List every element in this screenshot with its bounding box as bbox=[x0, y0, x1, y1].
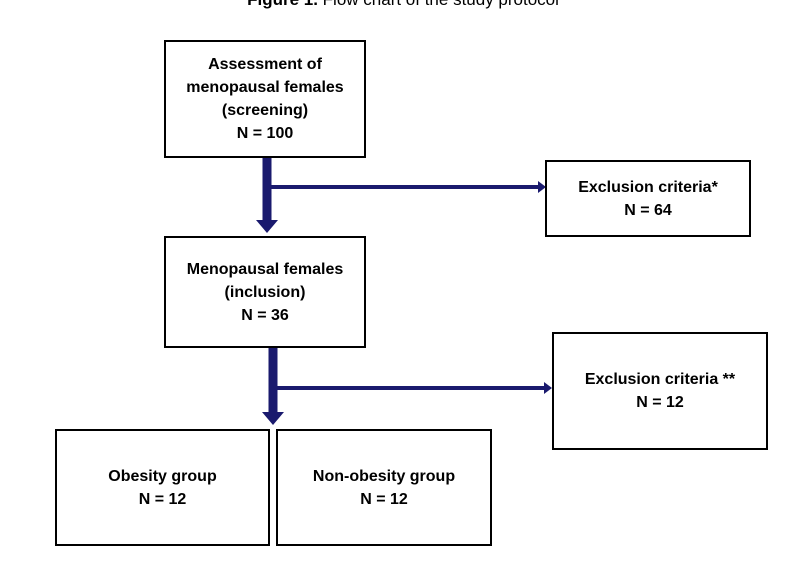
obesity-label: Obesity group bbox=[108, 467, 217, 485]
obesity-count: N = 12 bbox=[138, 490, 187, 508]
nonobesity-label: Non-obesity group bbox=[312, 467, 456, 485]
non-obesity-group-box: Non-obesity group N = 12 bbox=[276, 429, 492, 546]
screening-line-2: menopausal females bbox=[186, 79, 344, 96]
exclusion-criteria-2-box: Exclusion criteria ** N = 12 bbox=[552, 332, 768, 450]
figure-caption-text: Flow chart of the study protocol bbox=[318, 0, 559, 9]
nonobesity-count: N = 12 bbox=[360, 490, 408, 508]
exclusion2-count: N = 12 bbox=[636, 394, 684, 411]
screening-box: Assessment of menopausal females (screen… bbox=[164, 40, 366, 158]
inclusion-count: N = 36 bbox=[241, 306, 289, 324]
figure-caption: Figure 1. Flow chart of the study protoc… bbox=[0, 0, 806, 10]
screening-line-1: Assessment of bbox=[208, 56, 322, 73]
screening-count: N = 100 bbox=[236, 125, 294, 142]
exclusion1-label: Exclusion criteria* bbox=[578, 178, 718, 196]
figure-label: Figure 1. bbox=[247, 0, 318, 9]
inclusion-box: Menopausal females (inclusion) N = 36 bbox=[164, 236, 366, 348]
arrowhead-screening-to-inclusion bbox=[256, 220, 278, 233]
exclusion2-label: Exclusion criteria ** bbox=[584, 371, 736, 388]
inclusion-line-1: Menopausal females bbox=[186, 260, 344, 278]
inclusion-line-2: (inclusion) bbox=[224, 283, 306, 301]
arrowhead-inclusion-to-groups bbox=[262, 412, 284, 425]
arrowhead-exclusion2 bbox=[544, 382, 552, 394]
exclusion-criteria-1-box: Exclusion criteria* N = 64 bbox=[545, 160, 751, 237]
obesity-group-box: Obesity group N = 12 bbox=[55, 429, 270, 546]
exclusion1-count: N = 64 bbox=[624, 201, 672, 219]
screening-line-3: (screening) bbox=[221, 102, 309, 119]
